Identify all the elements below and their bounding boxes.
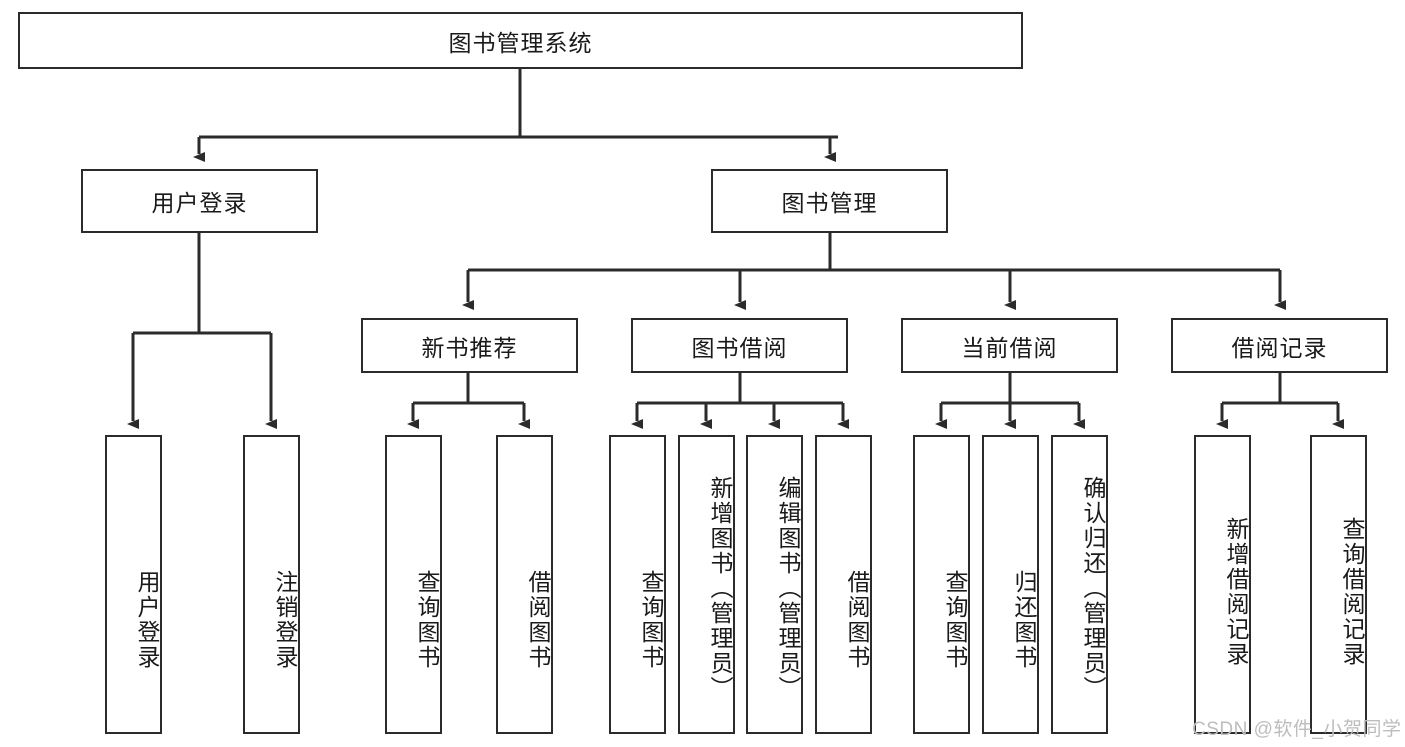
node-current-borrow[interactable]: 当前借阅 bbox=[901, 318, 1118, 373]
node-new-book-recommend[interactable]: 新书推荐 bbox=[361, 318, 578, 373]
leaf-query-book-3[interactable]: 查询图书 bbox=[913, 435, 970, 734]
leaf-logout[interactable]: 注销登录 bbox=[243, 435, 300, 734]
leaf-query-record[interactable]: 查询借阅记录 bbox=[1310, 435, 1367, 734]
watermark-text: CSDN @软件_小贺同学 bbox=[1192, 719, 1402, 740]
leaf-query-book-1[interactable]: 查询图书 bbox=[385, 435, 442, 734]
leaf-borrow-book-1[interactable]: 借阅图书 bbox=[496, 435, 553, 734]
node-user-login[interactable]: 用户登录 bbox=[81, 169, 318, 233]
node-borrow-record[interactable]: 借阅记录 bbox=[1171, 318, 1388, 373]
leaf-edit-book[interactable]: 编辑图书（管理员） bbox=[746, 435, 803, 734]
leaf-add-record[interactable]: 新增借阅记录 bbox=[1194, 435, 1251, 734]
leaf-query-book-2[interactable]: 查询图书 bbox=[609, 435, 666, 734]
leaf-user-login[interactable]: 用户登录 bbox=[105, 435, 162, 734]
leaf-add-book[interactable]: 新增图书（管理员） bbox=[678, 435, 735, 734]
node-book-manage[interactable]: 图书管理 bbox=[711, 169, 948, 233]
leaf-confirm-return[interactable]: 确认归还（管理员） bbox=[1051, 435, 1108, 734]
node-root[interactable]: 图书管理系统 bbox=[18, 12, 1023, 69]
node-book-borrow[interactable]: 图书借阅 bbox=[631, 318, 848, 373]
leaf-return-book[interactable]: 归还图书 bbox=[982, 435, 1039, 734]
leaf-borrow-book-2[interactable]: 借阅图书 bbox=[815, 435, 872, 734]
